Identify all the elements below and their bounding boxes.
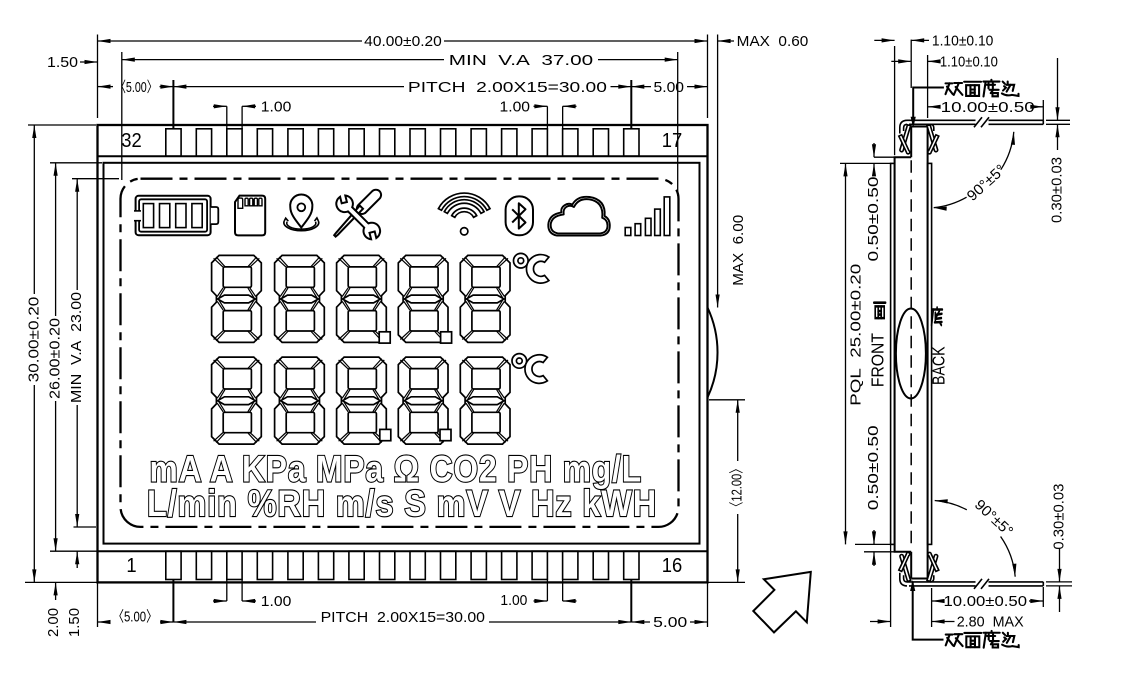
svg-text:FRONT: FRONT bbox=[867, 333, 887, 387]
svg-text:MAX 6.00: MAX 6.00 bbox=[731, 215, 747, 286]
svg-text:PITCH 2.00X15=30.00: PITCH 2.00X15=30.00 bbox=[408, 80, 607, 96]
svg-text:0.50±0.50: 0.50±0.50 bbox=[866, 177, 882, 262]
svg-text:1.50: 1.50 bbox=[47, 55, 78, 71]
svg-text:17: 17 bbox=[662, 131, 682, 153]
svg-text:2.00: 2.00 bbox=[46, 608, 62, 637]
svg-text:mA A KPa MPa Ω CO2 PH mg/L: mA A KPa MPa Ω CO2 PH mg/L bbox=[150, 449, 643, 490]
svg-text:1.50: 1.50 bbox=[67, 608, 83, 637]
svg-text:L/min %RH m/s S mV V Hz kWH: L/min %RH m/s S mV V Hz kWH bbox=[147, 483, 657, 524]
svg-text:1.00: 1.00 bbox=[500, 99, 531, 115]
svg-text:1.00: 1.00 bbox=[500, 593, 527, 609]
svg-text:1.00: 1.00 bbox=[261, 99, 292, 115]
svg-text:1: 1 bbox=[126, 555, 136, 577]
svg-text:MIN V.A 37.00: MIN V.A 37.00 bbox=[449, 53, 593, 69]
svg-text:30.00±0.20: 30.00±0.20 bbox=[26, 297, 42, 383]
svg-text:1.10±0.10: 1.10±0.10 bbox=[932, 34, 994, 50]
svg-text:〈12.00〉: 〈12.00〉 bbox=[729, 463, 746, 513]
svg-text:PQL 25.00±0.20: PQL 25.00±0.20 bbox=[848, 264, 864, 406]
svg-text:〈5.00〉: 〈5.00〉 bbox=[115, 79, 157, 96]
svg-text:26.00±0.20: 26.00±0.20 bbox=[48, 318, 64, 399]
svg-text:5.00: 5.00 bbox=[654, 80, 685, 96]
svg-text:0.30±0.03: 0.30±0.03 bbox=[1050, 157, 1066, 223]
svg-text:32: 32 bbox=[121, 131, 141, 153]
svg-text:40.00±0.20: 40.00±0.20 bbox=[364, 34, 442, 50]
svg-text:2.80 MAX: 2.80 MAX bbox=[957, 615, 1024, 631]
svg-text:1.00: 1.00 bbox=[261, 594, 292, 610]
svg-text:BACK: BACK bbox=[928, 346, 948, 385]
svg-text:5.00: 5.00 bbox=[653, 615, 687, 631]
svg-text:PITCH 2.00X15=30.00: PITCH 2.00X15=30.00 bbox=[321, 610, 485, 626]
svg-text:10.00±0.50: 10.00±0.50 bbox=[944, 594, 1028, 610]
svg-text:10.00±0.50: 10.00±0.50 bbox=[941, 100, 1035, 116]
svg-text:16: 16 bbox=[662, 555, 682, 577]
svg-text:MIN V.A 23.00: MIN V.A 23.00 bbox=[69, 292, 85, 403]
svg-text:0.50±0.50: 0.50±0.50 bbox=[866, 425, 882, 510]
svg-text:0.30±0.03: 0.30±0.03 bbox=[1052, 484, 1068, 550]
svg-text:1.10±0.10: 1.10±0.10 bbox=[940, 55, 998, 71]
svg-text:〈5.00〉: 〈5.00〉 bbox=[113, 609, 158, 626]
svg-text:MAX 0.60: MAX 0.60 bbox=[737, 34, 809, 50]
